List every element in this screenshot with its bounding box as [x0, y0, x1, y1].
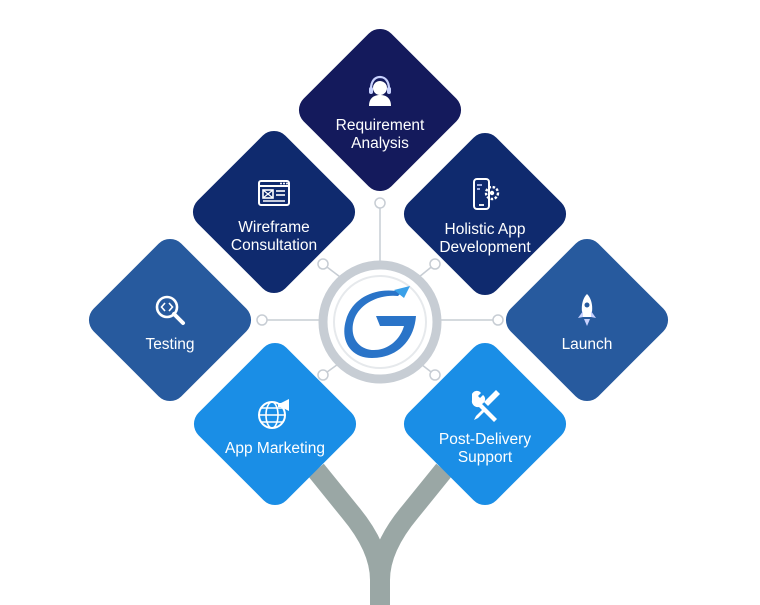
rocket-icon [578, 293, 596, 326]
hub-logo [320, 262, 440, 382]
globe-megaphone-icon [258, 398, 289, 429]
step-holistic: Holistic App Development [397, 126, 573, 302]
step-testing: Testing [82, 232, 258, 408]
diamond-requirement [298, 28, 462, 192]
step-marketing: App Marketing [187, 336, 363, 512]
step-label: Launch [561, 335, 613, 353]
step-wireframe: Wireframe Consultation [186, 124, 362, 300]
step-label: Post-Delivery Support [438, 430, 532, 466]
browser-layout-icon [258, 179, 290, 206]
connector-dots [256, 197, 504, 381]
step-label: Testing [145, 335, 195, 353]
diamond-holistic [403, 132, 567, 296]
step-label: Wireframe Consultation [230, 218, 318, 254]
diamond-support [403, 342, 567, 506]
step-support: Post-Delivery Support [397, 336, 573, 512]
diamond-testing [88, 238, 252, 402]
step-launch: Launch [499, 232, 675, 408]
step-label: Holistic App Development [439, 220, 531, 256]
tree-trunk [308, 463, 452, 605]
brand-g-icon [344, 286, 416, 358]
mobile-gear-icon [473, 177, 500, 210]
diamond-marketing [193, 342, 357, 506]
diamond-shapes [88, 28, 669, 506]
headset-user-icon [369, 75, 391, 106]
code-search-icon [155, 295, 185, 325]
diamond-wireframe [192, 130, 356, 294]
step-requirement: Requirement Analysis [292, 22, 468, 198]
step-label: Requirement Analysis [335, 116, 425, 152]
wrench-screwdriver-icon [471, 389, 500, 422]
step-label: App Marketing [225, 439, 325, 457]
